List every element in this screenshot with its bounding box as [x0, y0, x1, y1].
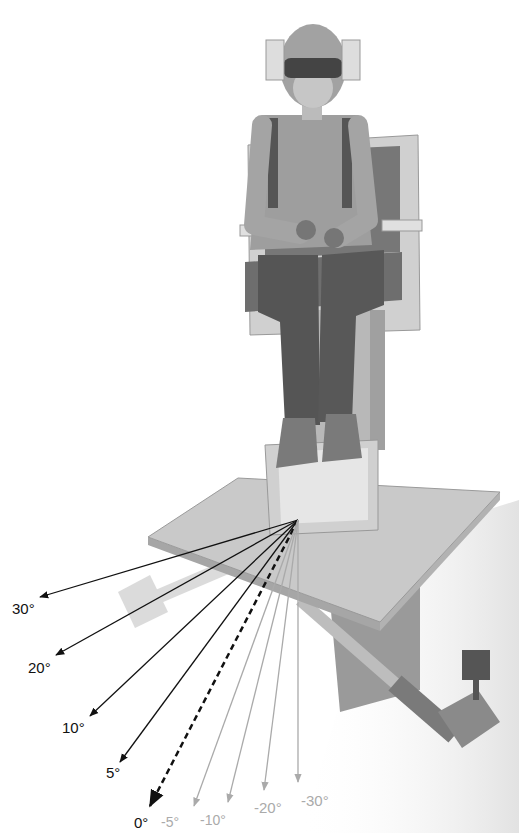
angle-label: 5° — [106, 765, 120, 780]
person-arm — [254, 125, 300, 234]
hand-controller — [296, 220, 316, 240]
helmet — [280, 24, 346, 108]
motor-box — [462, 650, 490, 680]
tilt-arrow — [297, 520, 298, 782]
armrest — [382, 220, 422, 231]
tilt-arrow — [194, 520, 298, 806]
person-arm — [338, 125, 368, 238]
helmet-module — [266, 40, 284, 80]
person-leg — [258, 255, 320, 425]
angle-label: 30° — [12, 601, 35, 616]
tilt-arrows — [40, 520, 298, 806]
person-leg — [318, 250, 384, 422]
angle-label: 0° — [134, 815, 148, 830]
angle-label: -10° — [200, 813, 226, 827]
hand-controller — [324, 228, 344, 248]
tilt-arrow — [228, 520, 298, 802]
angle-label: 20° — [28, 660, 51, 675]
tilt-arrow — [120, 520, 298, 762]
tilt-arrow — [150, 520, 298, 806]
tilt-arrow — [264, 520, 298, 790]
helmet-module — [342, 40, 360, 80]
person-boot — [322, 414, 362, 462]
person-boot — [276, 418, 318, 468]
angle-label: 10° — [62, 720, 85, 735]
actuator-mount — [438, 690, 500, 748]
angle-label: -5° — [161, 815, 179, 829]
angle-label: -20° — [254, 800, 282, 815]
motor-shaft — [473, 680, 479, 700]
tilt-arrow — [40, 520, 298, 597]
angle-label: -30° — [301, 793, 329, 808]
ghost-base — [118, 575, 168, 628]
tilt-arrow — [90, 520, 298, 716]
person-torso — [250, 115, 372, 250]
vr-goggles — [283, 58, 343, 78]
